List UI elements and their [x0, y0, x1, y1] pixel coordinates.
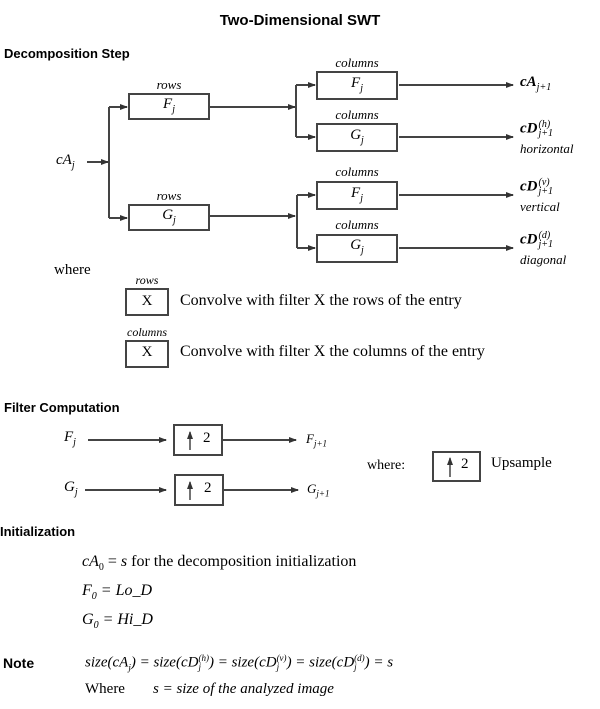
output-cD-h: cD(h)j+1	[520, 119, 554, 139]
output-cA: cAj+1	[520, 74, 552, 93]
filter-rows-1: Fj	[163, 96, 175, 115]
init-line-3: G0 = Hi_D	[82, 611, 153, 632]
filter-rows-2: Gj	[162, 207, 176, 226]
section-note: Note	[3, 655, 35, 671]
note-where: Where	[85, 681, 125, 697]
upsample-legend-text-num: 2	[461, 456, 469, 472]
label-cols-4: columns	[335, 217, 379, 232]
box-cols-1	[316, 71, 398, 100]
filter-cols-2: Gj	[350, 127, 364, 146]
label-rows-1: rows	[156, 77, 182, 92]
upsample-box-f	[173, 424, 223, 456]
desc-horizontal: horizontal	[520, 141, 574, 156]
output-cD-d: cD(d)j+1	[520, 230, 554, 250]
box-rows-g	[128, 204, 210, 231]
filter-in-G: Gj	[64, 479, 78, 498]
upsample-legend-text: Upsample	[491, 455, 552, 471]
note-equation: size(cAj) = size(cD(h)j) = size(cD(v)j) …	[85, 653, 394, 673]
filter-in-F: Fj	[64, 429, 76, 448]
filter-cols-4: Gj	[350, 237, 364, 256]
box-cols-3	[316, 181, 398, 210]
legend-cols-box-text: X	[141, 344, 153, 360]
page-title: Two-Dimensional SWT	[219, 12, 381, 29]
upsample-legend-box	[432, 451, 481, 482]
section-decomposition: Decomposition Step	[4, 46, 130, 61]
legend-cols-text: Convolve with filter X the columns of th…	[180, 343, 485, 360]
desc-diagonal: diagonal	[520, 252, 567, 267]
box-cols-4	[316, 234, 398, 263]
label-rows-2: rows	[156, 188, 182, 203]
section-init: Initialization	[0, 524, 76, 539]
legend-box-rows	[125, 288, 169, 316]
init-line-1: cA0 = s for the decomposition initializa…	[82, 553, 357, 574]
legend-cols-label: columns	[127, 325, 167, 339]
label-cols-2: columns	[335, 107, 379, 122]
note-where-text: s = size of the analyzed image	[153, 681, 334, 697]
init-line-2: F0 = Lo_D	[82, 582, 153, 603]
output-cD-v: cD(v)j+1	[520, 177, 554, 197]
filter-cols-3: Fj	[351, 185, 363, 204]
upsample-box-g	[174, 474, 224, 506]
box-cols-2	[316, 123, 398, 152]
input-cA: cAj	[56, 152, 75, 171]
filter-where: where:	[367, 458, 406, 473]
section-filter: Filter Computation	[4, 400, 120, 415]
legend-rows-text: Convolve with filter X the rows of the e…	[180, 292, 462, 309]
legend-rows-box-text: X	[141, 293, 153, 309]
desc-vertical: vertical	[520, 199, 560, 214]
legend-rows-label: rows	[135, 273, 159, 287]
filter-cols-1: Fj	[351, 75, 363, 94]
legend-box-cols	[125, 340, 169, 368]
label-cols-3: columns	[335, 164, 379, 179]
filter-out-F: Fj+1	[306, 431, 328, 449]
where-label: where	[54, 262, 91, 278]
filter-out-G: Gj+1	[307, 481, 330, 499]
label-cols-1: columns	[335, 55, 379, 70]
upsample-f-text: 2	[203, 430, 211, 446]
upsample-g-text: 2	[204, 480, 212, 496]
